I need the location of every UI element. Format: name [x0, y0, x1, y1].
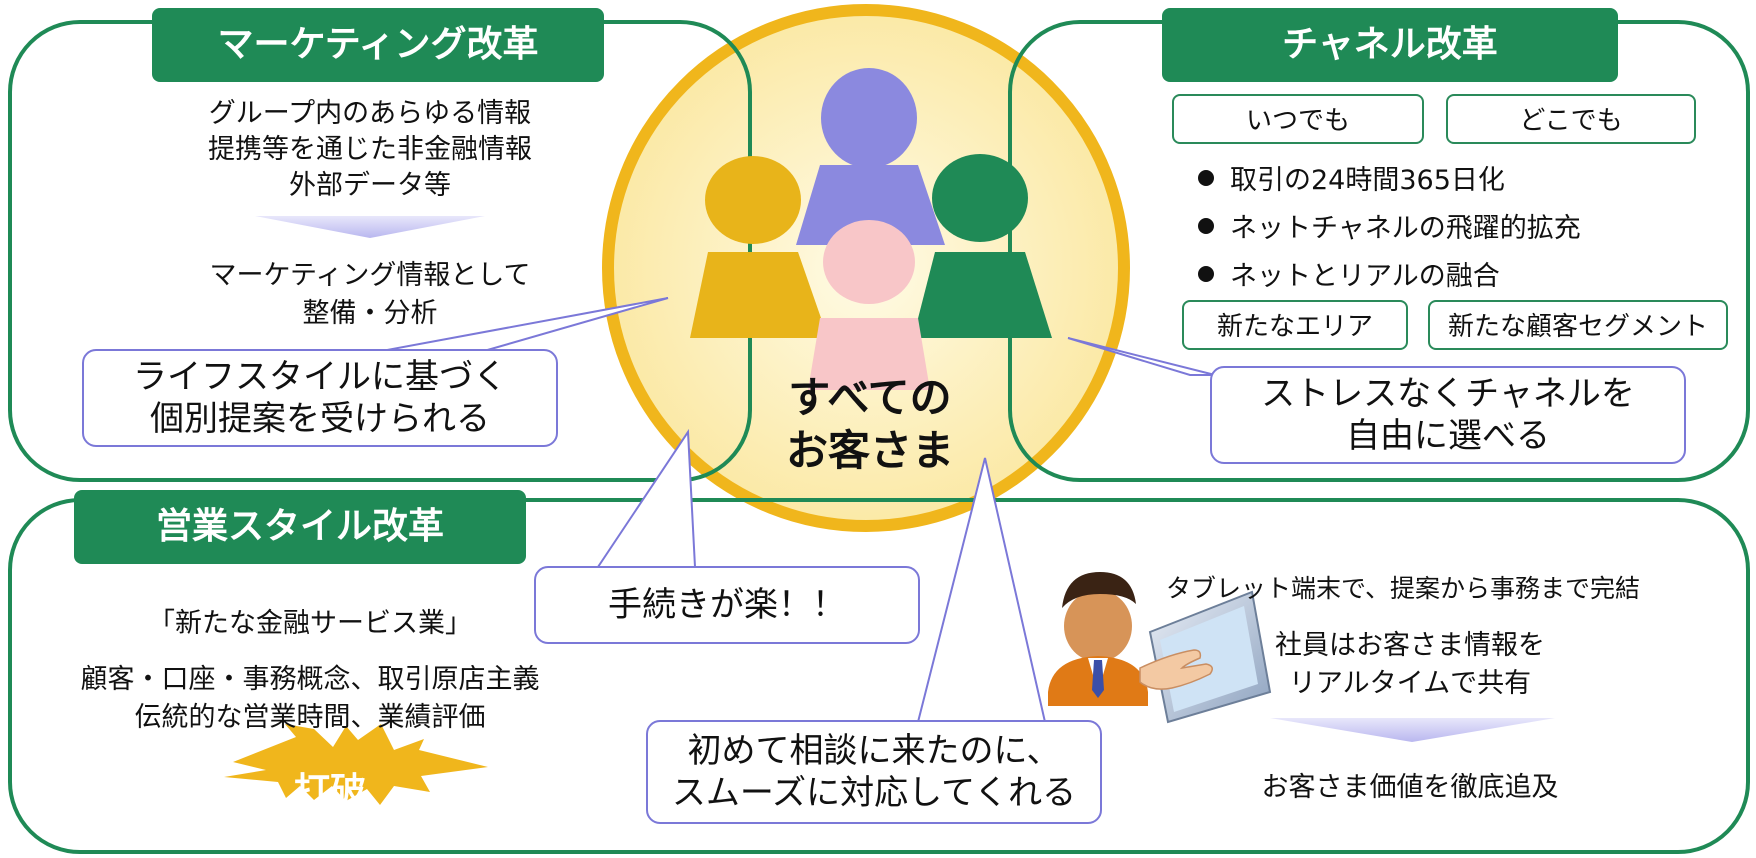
- channel-bullet-1: 取引の24時間365日化: [1198, 158, 1505, 197]
- channel-bullet-2-text: ネットチャネルの飛躍的拡充: [1230, 213, 1581, 244]
- marketing-benefit-line2: 個別提案を受けられる: [150, 399, 490, 439]
- person-pink-body: [808, 318, 930, 390]
- tag-anywhere: どこでも: [1446, 94, 1696, 144]
- marketing-benefit-line1: ライフスタイルに基づく: [133, 356, 507, 397]
- smooth-benefit-line2: スムーズに対応してくれる: [671, 773, 1077, 813]
- tag-anytime: いつでも: [1172, 94, 1424, 144]
- marketing-title: マーケティング改革: [152, 8, 604, 82]
- bullet-dot-icon: [1198, 170, 1214, 186]
- tag-new-area: 新たなエリア: [1182, 300, 1408, 350]
- sales-share-1: 社員はお客さま情報を: [1275, 630, 1545, 661]
- marketing-source-1: グループ内のあらゆる情報: [208, 98, 532, 129]
- person-purple-body: [796, 165, 945, 245]
- person-green-head: [932, 154, 1028, 242]
- channel-benefit-line1: ストレスなくチャネルを: [1261, 373, 1635, 414]
- bullet-dot-icon: [1198, 218, 1214, 234]
- marketing-benefit-callout: ライフスタイルに基づく 個別提案を受けられる: [82, 349, 558, 447]
- person-pink-head: [823, 220, 915, 304]
- channel-title: チャネル改革: [1162, 8, 1618, 82]
- channel-bullet-1-text: 取引の24時間365日化: [1230, 165, 1505, 196]
- marketing-result-1: マーケティング情報として: [209, 260, 531, 291]
- center-line1: すべての: [788, 373, 952, 422]
- marketing-result-2: 整備・分析: [302, 298, 438, 329]
- sales-value: お客さま価値を徹底追及: [1261, 772, 1559, 803]
- customers-figure: [690, 68, 1052, 390]
- channel-benefit-callout: ストレスなくチャネルを 自由に選べる: [1210, 366, 1686, 464]
- channel-benefit-line2: 自由に選べる: [1346, 416, 1550, 456]
- marketing-arrow: [255, 216, 485, 238]
- sales-concept: 「新たな金融サービス業」: [148, 608, 472, 639]
- burst-star: [224, 724, 488, 805]
- channel-callout-pointer: [1067, 337, 1216, 376]
- tag-new-segment: 新たな顧客セグメント: [1428, 300, 1728, 350]
- marketing-source-2: 提携等を通じた非金融情報: [208, 134, 532, 165]
- burst-label: 打破: [294, 771, 367, 812]
- channel-bullet-2: ネットチャネルの飛躍的拡充: [1198, 206, 1581, 245]
- smooth-benefit-line1: 初めて相談に来たのに、: [687, 730, 1061, 771]
- businessman-icon: [1048, 572, 1148, 706]
- channel-bullet-3: ネットとリアルの融合: [1198, 254, 1500, 293]
- sales-title: 営業スタイル改革: [74, 490, 526, 564]
- person-green-body: [913, 252, 1052, 338]
- easy-benefit-callout: 手続きが楽！！: [534, 566, 920, 644]
- tablet-heading: タブレット端末で、提案から事務まで完結: [1166, 574, 1641, 603]
- person-gold-body: [690, 252, 828, 338]
- center-line2: お客さま: [785, 425, 954, 475]
- sales-old-way-1: 顧客・口座・事務概念、取引原店主義: [80, 664, 540, 695]
- sales-share-2: リアルタイムで共有: [1288, 668, 1532, 699]
- tablet-icon: [1139, 590, 1272, 724]
- channel-bullet-3-text: ネットとリアルの融合: [1230, 261, 1500, 292]
- center-label: すべての お客さま: [770, 372, 970, 477]
- person-gold-head: [705, 156, 801, 244]
- person-purple-head: [821, 68, 917, 168]
- smooth-benefit-callout: 初めて相談に来たのに、 スムーズに対応してくれる: [646, 720, 1102, 824]
- marketing-source-3: 外部データ等: [289, 170, 451, 201]
- bullet-dot-icon: [1198, 266, 1214, 282]
- easy-benefit-text: 手続きが楽！！: [608, 584, 846, 625]
- sales-arrow: [1270, 718, 1555, 742]
- sales-old-way-2: 伝統的な営業時間、業績評価: [134, 702, 486, 733]
- sales-frame: [8, 498, 1750, 854]
